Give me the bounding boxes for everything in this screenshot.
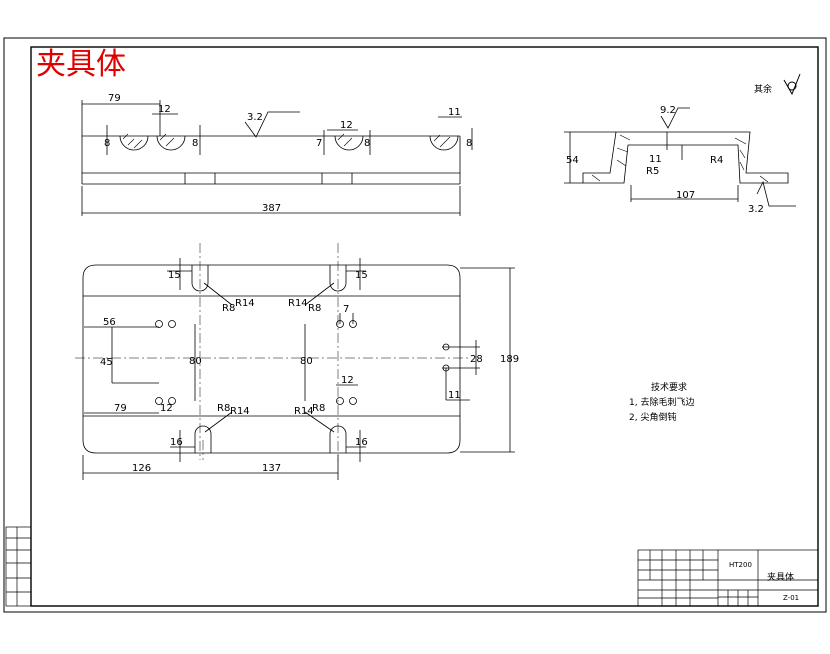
dim-79-plan: 79 [114, 403, 127, 414]
radius-r4: R4 [710, 155, 723, 166]
dim-8-d: 8 [466, 138, 472, 149]
dim-79: 79 [108, 93, 121, 104]
radius-r8-a: R8 [222, 303, 235, 314]
plan-view-dims: 15 15 R14 R8 R14 R8 56 45 80 80 28 189 1… [100, 270, 519, 474]
radius-r5: R5 [646, 166, 659, 177]
dim-126: 126 [132, 463, 151, 474]
tech-requirement-1: 1, 去除毛刺飞边 [629, 396, 694, 408]
dim-12-plan-left: 12 [160, 403, 173, 414]
dim-12-right: 12 [340, 120, 353, 131]
tech-requirements: 技术要求 1, 去除毛刺飞边 2, 尖角倒钝 [629, 381, 694, 423]
tech-requirements-title: 技术要求 [651, 381, 687, 393]
dim-54: 54 [566, 155, 579, 166]
roughness-note-label: 其余 [754, 83, 772, 95]
dim-12-plan: 12 [341, 375, 354, 386]
roughness-note: 其余 [754, 73, 801, 96]
dim-107: 107 [676, 190, 695, 201]
tech-requirement-2: 2, 尖角倒钝 [629, 411, 676, 423]
radius-r8-c: R8 [217, 403, 230, 414]
radius-r14-b: R14 [288, 298, 308, 309]
dim-12-left: 12 [158, 104, 171, 115]
title-block-text: HT200 夹具体 Z-01 [729, 561, 799, 602]
dim-15-right: 15 [355, 270, 368, 281]
dim-11-section: 11 [649, 154, 662, 165]
dim-8-c: 8 [364, 138, 370, 149]
title-block [637, 549, 819, 607]
dim-16-right: 16 [355, 437, 368, 448]
dim-11: 11 [448, 107, 461, 118]
section-view-dims: 9.2 54 11 R5 R4 107 3.2 [566, 105, 764, 215]
inner-frame [30, 46, 819, 607]
dim-56: 56 [103, 317, 116, 328]
dim-16-left: 16 [170, 437, 183, 448]
radius-r14-c: R14 [230, 406, 250, 417]
dim-8-b: 8 [192, 138, 198, 149]
dim-28: 28 [470, 354, 483, 365]
radius-r14-d: R14 [294, 406, 314, 417]
title-block-material: HT200 [729, 561, 752, 569]
surface-3-2: 3.2 [247, 112, 263, 123]
radius-r14-a: R14 [235, 298, 255, 309]
dim-11-plan: 11 [448, 390, 461, 401]
plan-view [75, 243, 515, 480]
dim-7: 7 [316, 138, 322, 149]
surface-3-2-section: 3.2 [748, 204, 764, 215]
dim-45: 45 [100, 357, 113, 368]
top-view [81, 100, 473, 216]
side-revision-table [5, 526, 32, 607]
section-view [564, 107, 796, 207]
title-block-name: 夹具体 [767, 571, 794, 583]
title-stamp: 夹具体 [36, 47, 126, 82]
dim-189: 189 [500, 354, 519, 365]
top-view-dims: 79 12 8 8 3.2 12 7 8 11 8 387 [104, 93, 472, 214]
dim-387: 387 [262, 203, 281, 214]
outer-frame [3, 37, 827, 613]
dim-7-plan: 7 [343, 304, 349, 315]
title-block-drawing-no: Z-01 [783, 594, 799, 602]
radius-r8-b: R8 [308, 303, 321, 314]
dim-8-a: 8 [104, 138, 110, 149]
dim-80-left: 80 [189, 356, 202, 367]
radius-r8-d: R8 [312, 403, 325, 414]
dim-137: 137 [262, 463, 281, 474]
dim-80-right: 80 [300, 356, 313, 367]
surface-9-2: 9.2 [660, 105, 676, 116]
dim-15-left: 15 [168, 270, 181, 281]
